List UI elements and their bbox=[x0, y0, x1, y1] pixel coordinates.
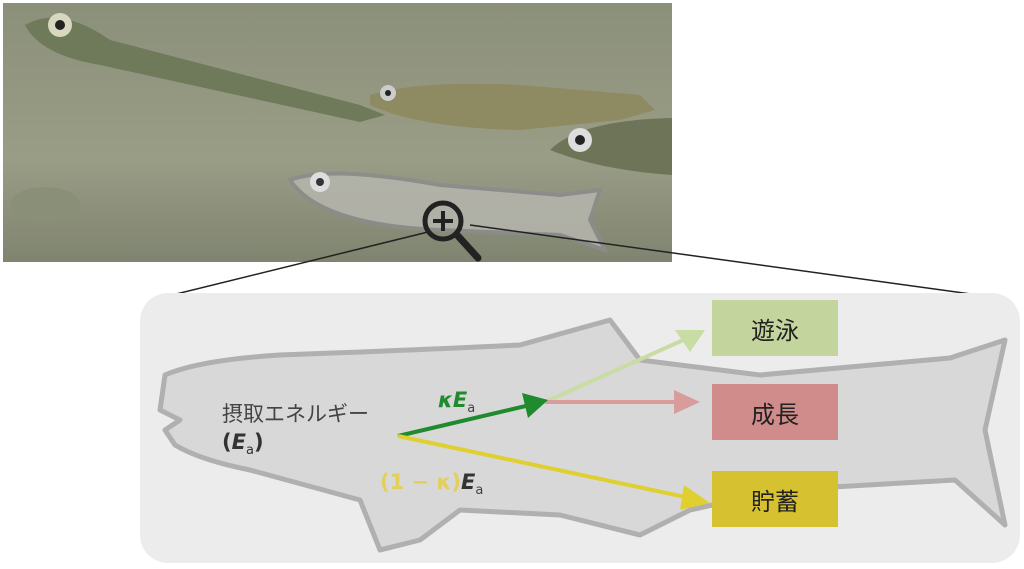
kappa-term: κE bbox=[438, 388, 468, 412]
storage-arrow bbox=[397, 434, 710, 510]
intake-symbol: E bbox=[231, 430, 246, 454]
kappa-term-label: κEa bbox=[438, 388, 475, 416]
zoom-line-left bbox=[159, 231, 429, 299]
growth-arrow bbox=[545, 390, 700, 414]
zoom-line-right bbox=[469, 224, 1001, 299]
swim-box: 遊泳 bbox=[712, 300, 838, 356]
one-minus-e: E bbox=[460, 470, 476, 494]
swim-arrow bbox=[544, 330, 705, 404]
one-minus-sub: a bbox=[475, 483, 484, 499]
kappa-arrow bbox=[397, 393, 548, 438]
fish-silhouette bbox=[157, 317, 1008, 553]
one-minus-kappa: (1 − κ) bbox=[380, 470, 461, 494]
intake-sub: a bbox=[245, 443, 254, 459]
storage-box: 貯蓄 bbox=[712, 471, 838, 527]
intake-energy-label: 摂取エネルギー bbox=[222, 402, 369, 426]
magnifier-icon bbox=[422, 200, 482, 262]
intake-energy-symbol: (Ea) bbox=[222, 430, 264, 459]
kappa-sub: a bbox=[467, 401, 476, 417]
fish-photo bbox=[3, 3, 672, 262]
one-minus-kappa-label: (1 − κ)Ea bbox=[380, 470, 483, 498]
growth-box: 成長 bbox=[712, 384, 838, 440]
